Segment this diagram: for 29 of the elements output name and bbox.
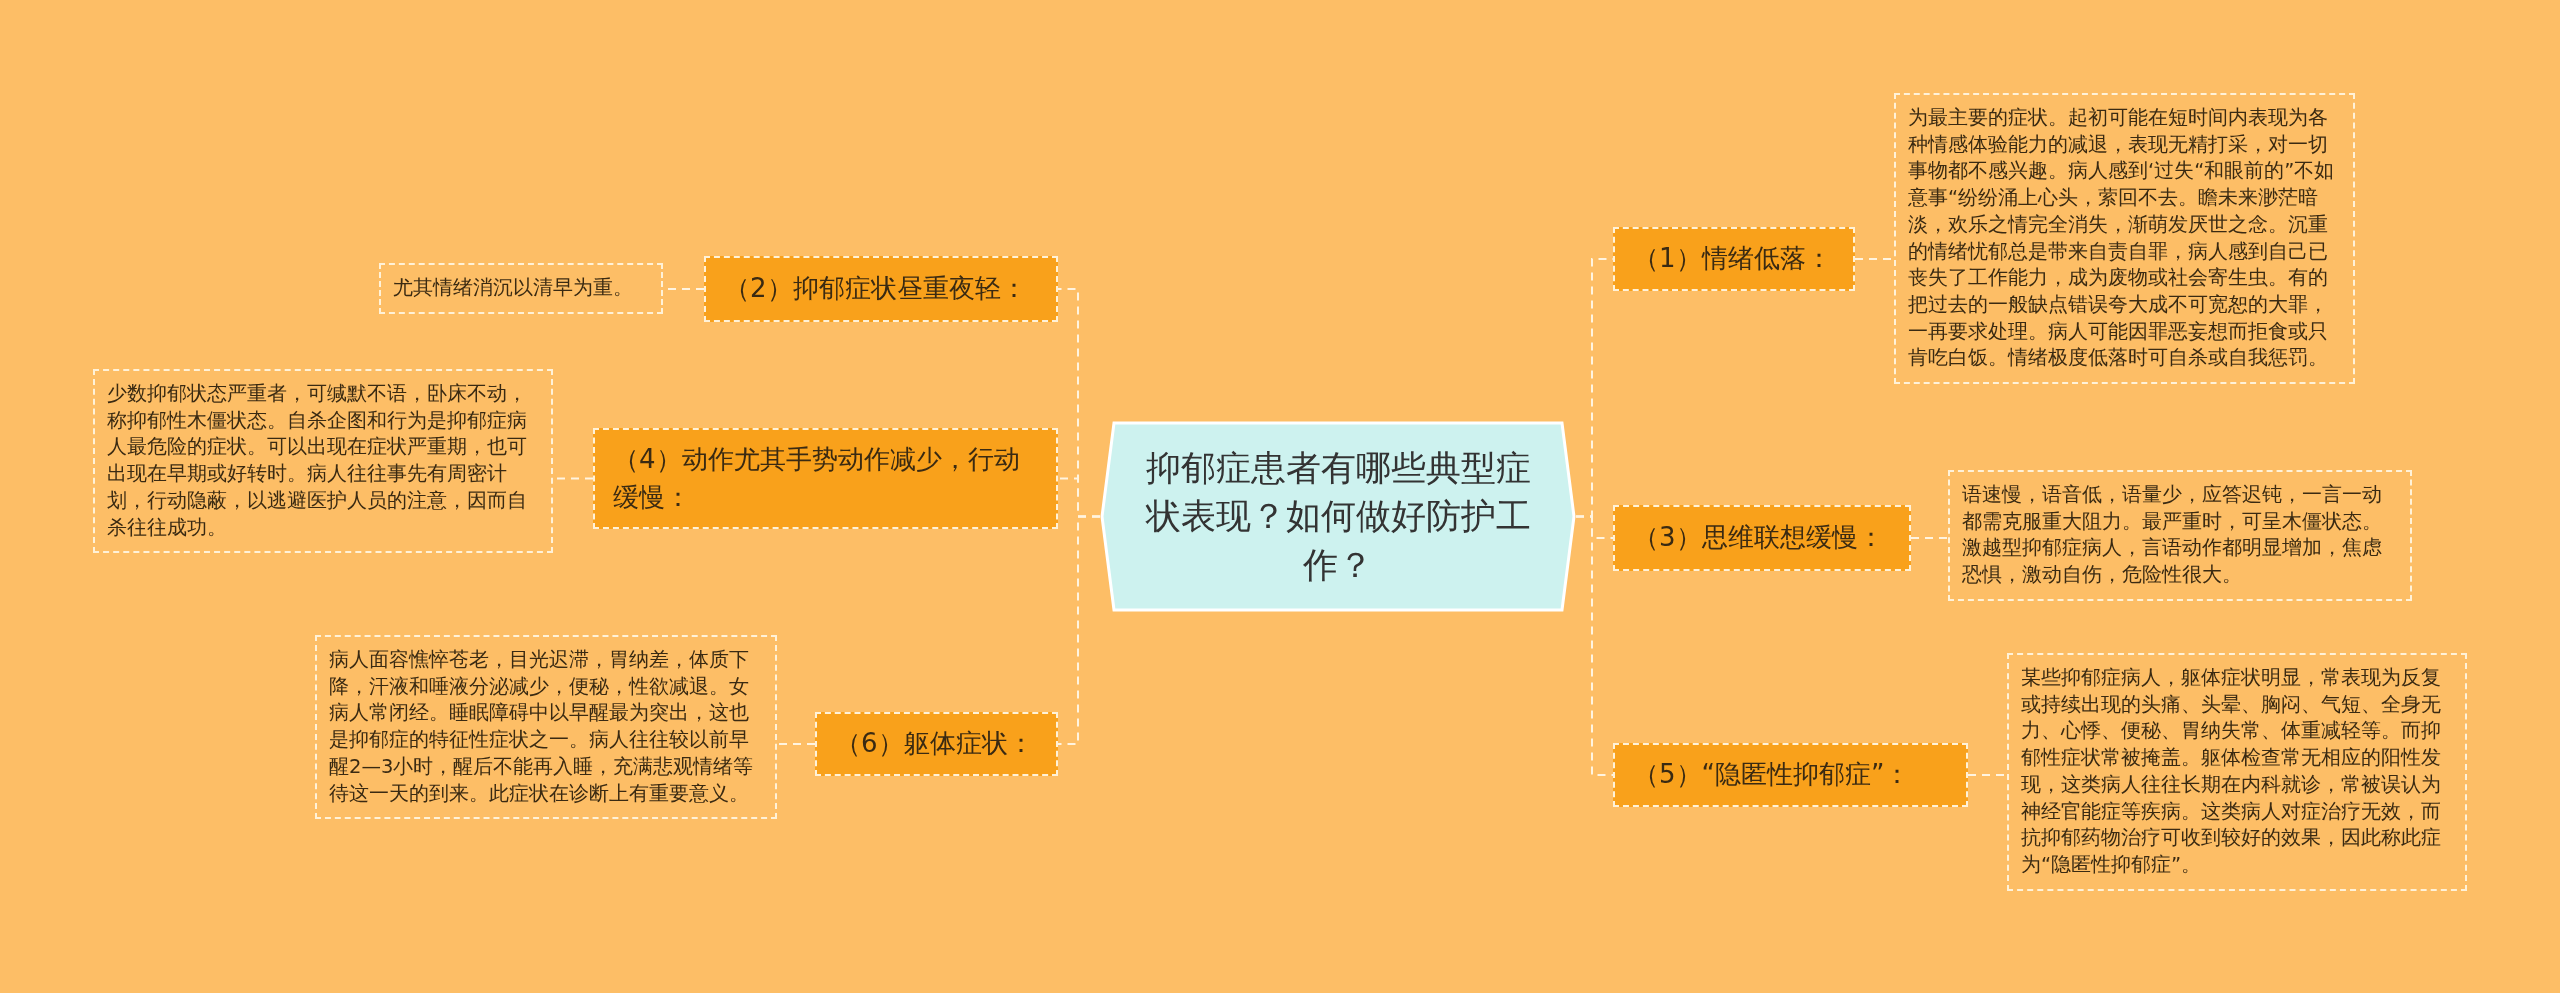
note-box [1894, 93, 2355, 385]
note-box [379, 263, 663, 314]
connector-line [1057, 515, 1101, 745]
note-text: 为最主要的症状。起初可能在短时间内表现为各种情感体验能力的减退，表现无精打采，对一切事物都不感兴趣。病人感到‘过失“和眼前的”不如意事“纷纷涌上心头，萦回不去。瞻未来渺茫暗淡，欢乐之情完全消失，渐萌发厌世之念。沉重的情绪忧郁总是带来自责自罪，病人感到自己已丧失了工作能力，成为废物或社会寄生虫。有的把过去的一般缺点错误夸大成不可宽恕的大罪，一再要求处理。病人可能因罪恶妄想而拒食或只肯吃白饭。情绪极度低落时可自杀或自我惩罚。 [1908, 106, 2335, 370]
branch-box [1613, 743, 1968, 807]
branch-label: （4）动作尤其手势动作减少，行动缓慢： [613, 442, 1021, 514]
branch-box [593, 428, 1058, 529]
branch-label: （3）思维联想缓慢： [1633, 521, 1884, 555]
connector-line [1910, 537, 1949, 539]
connector-line [1575, 515, 1614, 776]
branch-label: （6）躯体症状： [835, 727, 1034, 761]
note-text: 少数抑郁状态严重者，可缄默不语，卧床不动，称抑郁性木僵状态。自杀企图和行为是抑郁症病人最危险的症状。可以出现在症状严重期，也可出现在早期或好转时。病人往往事先有周密计划，行动隐蔽，以逃避医护人员的注意，因而自杀往往成功。 [107, 382, 527, 539]
branch-box [815, 712, 1058, 776]
branch-box [1613, 505, 1911, 571]
note-box [1948, 470, 2412, 601]
note-box [93, 369, 553, 554]
note-text: 某些抑郁症病人，躯体症状明显，常表现为反复或持续出现的头痛、头晕、胸闷、气短、全身无力、心悸、便秘、胃纳失常、体重减轻等。而抑郁性症状常被掩盖。躯体检查常无相应的阳性发现，这类病人往往长期在内科就诊，常被误认为神经官能症等疾病。这类病人对症治疗无效，而抗抑郁药物治疗可收到较好的效果，因此称此症为“隐匿性抑郁症”。 [2021, 666, 2441, 876]
note-box [2007, 653, 2467, 891]
note-text: 病人面容憔悴苍老，目光迟滞，胃纳差，体质下降，汗液和唾液分泌减少，便秘，性欲减退。女病人常闭经。睡眠障碍中以早醒最为突出，这也是抑郁症的特征性症状之一。病人往往较以前早醒2—3小时，醒后不能再入睡，充满悲观情绪等待这一天的到来。此症状在诊断上有重要意义。 [329, 648, 754, 805]
note-text: 尤其情绪消沉以清早为重。 [393, 276, 633, 299]
topic-title: 抑郁症患者有哪些典型症状表现？如何做好防护工作？ [1144, 447, 1532, 587]
branch-label: （2）抑郁症状昼重夜轻： [724, 272, 1027, 306]
branch-label: （5）“隐匿性抑郁症”： [1633, 758, 1911, 792]
note-text: 语速慢，语音低，语量少，应答迟钝，一言一动都需克服重大阻力。最严重时，可呈木僵状态。激越型抑郁症病人，言语动作都明显增加，焦虑恐惧，激动自伤，危险性很大。 [1962, 483, 2382, 587]
branch-box [704, 256, 1058, 322]
branch-box [1613, 227, 1855, 291]
note-box [315, 635, 777, 820]
connector-line [776, 743, 816, 745]
branch-label: （1）情绪低落： [1633, 242, 1832, 276]
